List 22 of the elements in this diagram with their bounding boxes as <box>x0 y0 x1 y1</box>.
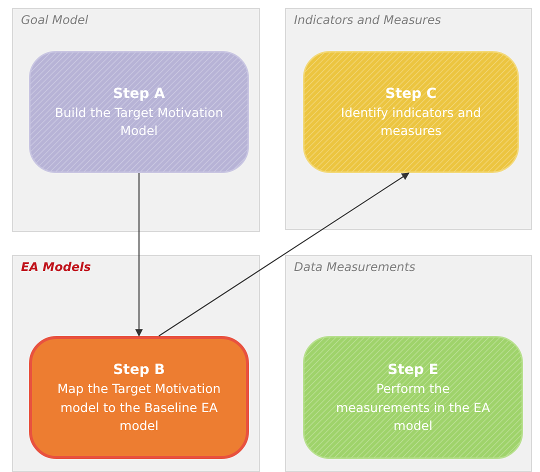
step-title: Step C <box>385 84 437 104</box>
panel-heading: Goal Model <box>21 13 88 27</box>
step-title: Step E <box>388 361 438 380</box>
panel <box>285 8 532 230</box>
step-title: Step B <box>113 361 165 380</box>
step-description: Map the Target Motivation model to the Baseline EA model <box>56 380 222 435</box>
panel <box>12 255 260 472</box>
step-description: Perform the measurements in the EA model <box>335 380 491 435</box>
step-title: Step A <box>112 84 165 104</box>
arrow <box>135 173 143 337</box>
step-description: Identify indicators and measures <box>340 104 482 140</box>
arrow <box>158 172 410 336</box>
panel-heading: Data Measurements <box>294 260 416 274</box>
step-description: Build the Target Motivation Model <box>54 104 224 140</box>
panel-heading: EA Models <box>21 260 91 274</box>
step-box <box>303 336 523 459</box>
step-box <box>303 51 519 173</box>
step-box <box>29 336 249 459</box>
step-box <box>29 51 249 173</box>
panel <box>12 8 260 232</box>
panel <box>285 255 532 472</box>
panel-heading: Indicators and Measures <box>294 13 441 27</box>
